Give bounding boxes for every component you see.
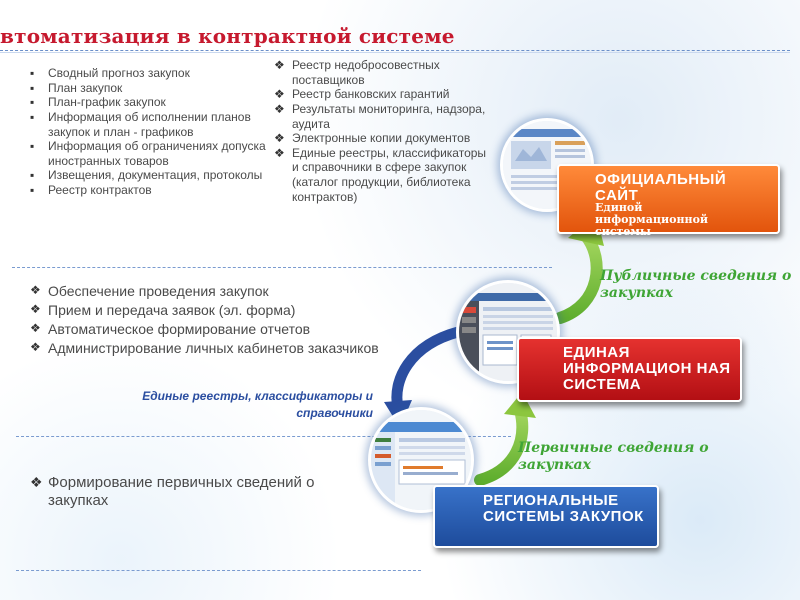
arrow-eis-to-regional [397,332,458,408]
regional-systems-box: РЕГИОНАЛЬНЫЕ СИСТЕМЫ ЗАКУПОК [433,485,659,548]
arrow-eis-to-site [560,236,597,318]
registries-label: Единые реестры, классификаторы и справоч… [118,388,373,422]
official-site-box: ОФИЦИАЛЬНЫЙ САЙТ Единой информационной с… [557,164,780,234]
eis-box: ЕДИНАЯ ИНФОРМАЦИОН НАЯ СИСТЕМА [517,337,742,402]
official-site-subtitle: Единой информационной системы [595,202,745,238]
arrow-regional-to-eis [480,410,522,480]
primary-info-label: Первичные сведения о закупках [518,440,718,474]
regional-systems-title: РЕГИОНАЛЬНЫЕ СИСТЕМЫ ЗАКУПОК [483,493,653,525]
eis-title: ЕДИНАЯ ИНФОРМАЦИОН НАЯ СИСТЕМА [563,345,733,392]
public-info-label: Публичные сведения о закупках [600,268,800,302]
official-site-title: ОФИЦИАЛЬНЫЙ САЙТ [595,172,745,204]
